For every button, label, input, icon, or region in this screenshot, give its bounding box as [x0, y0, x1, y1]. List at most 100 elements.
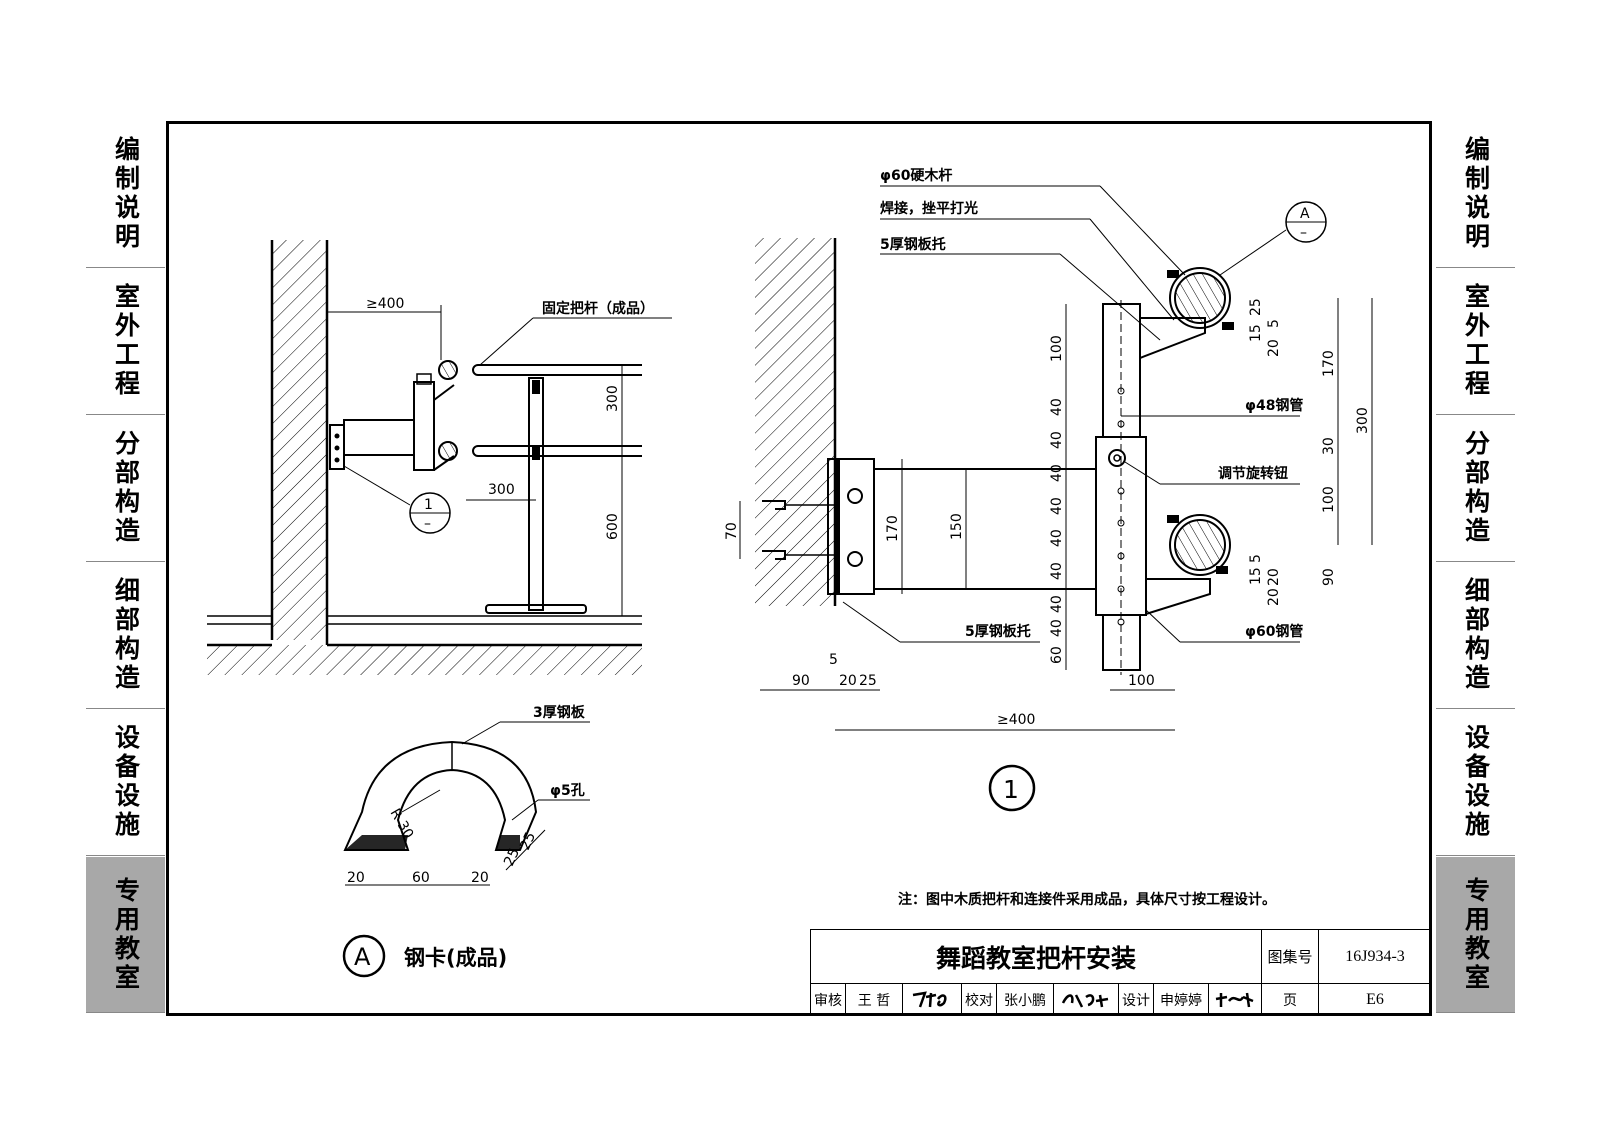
- dim-right-small-top-0: 15: [1248, 324, 1264, 342]
- drawing-frame: [166, 121, 1432, 1016]
- steel-clip-detail: R 30 3厚钢板 φ5孔 20 60 20 25 25 A 钢卡(成品): [342, 704, 590, 978]
- clip-tab: [1167, 270, 1179, 278]
- dim-left-3: 40: [1049, 464, 1065, 482]
- side-tab-label: 室外工程: [111, 283, 141, 399]
- signature-image: [1061, 993, 1109, 1008]
- handrail-top: [478, 364, 642, 376]
- bolt: [334, 457, 340, 463]
- leader-line: [842, 601, 901, 643]
- dim-bottom-20: 20: [839, 673, 857, 689]
- dim-150: 150: [949, 513, 965, 540]
- caption-text: 钢卡(成品): [404, 946, 507, 970]
- side-tab-4-right[interactable]: 细部构造: [1436, 562, 1515, 709]
- design-label: 设计: [1118, 983, 1154, 1016]
- reviewer-signature: [902, 983, 962, 1016]
- clip-ring: [1169, 514, 1231, 576]
- side-tab-1-right[interactable]: 编制说明: [1436, 121, 1515, 268]
- nut: [847, 551, 863, 567]
- stand-clamp: [532, 446, 540, 460]
- side-tab-5[interactable]: 设备设施: [86, 709, 165, 856]
- dim-170-left: 170: [885, 515, 901, 542]
- plate-edge: [836, 459, 840, 594]
- signature-image: [1215, 992, 1254, 1007]
- dim-b: 60: [412, 870, 430, 886]
- leader-line: [1124, 461, 1161, 485]
- hole: [1117, 487, 1125, 495]
- clip-ring: [1169, 267, 1231, 329]
- label-plate-top: 5厚钢板托: [880, 236, 946, 253]
- side-tab-5-right[interactable]: 设备设施: [1436, 709, 1515, 856]
- elevation-detail: ≥400 300 300 600 固定把杆（成品） 1 –: [207, 240, 672, 675]
- reviewer-name: 王 哲: [845, 983, 903, 1016]
- floor-hatch: [207, 645, 642, 675]
- label-wood-bar: φ60硬木杆: [880, 167, 952, 184]
- leader-line: [1219, 229, 1287, 276]
- dim-left-7: 40: [1049, 595, 1065, 613]
- dim-right-small-bottom-3: 20: [1266, 568, 1282, 586]
- wood-bar-end: [438, 441, 458, 461]
- designer-name: 申婷婷: [1153, 983, 1209, 1016]
- note-text: 注：图中木质把杆和连接件采用成品，具体尺寸按工程设计。: [898, 891, 1276, 908]
- side-tab-label: 专用教室: [111, 876, 141, 993]
- dim-left-4: 40: [1049, 497, 1065, 515]
- label-hole: φ5孔: [550, 783, 585, 799]
- dim-left-5: 40: [1049, 529, 1065, 547]
- dim-right-small-top-1: 25: [1248, 298, 1264, 316]
- side-tab-6-active[interactable]: 专用教室: [86, 857, 165, 1013]
- hole: [1117, 618, 1125, 626]
- dim-right-small-bottom-2: 20: [1266, 588, 1282, 606]
- bracket-arm: [343, 419, 415, 456]
- radius-line: [401, 789, 441, 813]
- dim-left-9: 60: [1049, 646, 1065, 664]
- clip-body: [343, 740, 538, 851]
- atlas-label: 图集号: [1261, 929, 1319, 984]
- callout-number: 1: [424, 497, 433, 513]
- label-knob: 调节旋转钮: [1218, 465, 1288, 482]
- bracket-top: [1139, 317, 1206, 360]
- proof-label: 校对: [961, 983, 997, 1016]
- dim-left-2: 40: [1049, 431, 1065, 449]
- callout-sub: –: [424, 516, 431, 532]
- dim-right-small-top-2: 20: [1266, 339, 1282, 357]
- designer-signature: [1208, 983, 1262, 1016]
- dim-e: 25: [517, 830, 539, 853]
- adjust-knob: [1108, 449, 1126, 467]
- caption-symbol: A: [354, 943, 371, 971]
- hole: [1117, 387, 1125, 395]
- stand-post: [528, 377, 544, 611]
- side-tab-3[interactable]: 分部构造: [86, 415, 165, 562]
- wood-bar: [1174, 519, 1226, 571]
- side-tab-4[interactable]: 细部构造: [86, 562, 165, 709]
- handrail-end: [472, 364, 479, 376]
- handrail-bottom: [478, 445, 642, 457]
- dim-left-1: 40: [1049, 398, 1065, 416]
- side-tab-label: 设备设施: [111, 724, 141, 840]
- section-detail: φ60硬木杆 焊接，挫平打光 5厚钢板托 A – φ48钢管 调节旋转钮 5厚钢…: [724, 167, 1373, 812]
- leader-line: [479, 317, 534, 366]
- side-tab-6-right-active[interactable]: 专用教室: [1436, 857, 1515, 1013]
- proofer-signature: [1053, 983, 1119, 1016]
- dim-line: [505, 829, 546, 871]
- dim-c: 20: [471, 870, 489, 886]
- side-tab-2[interactable]: 室外工程: [86, 268, 165, 415]
- leader-line: [1059, 253, 1161, 341]
- dim-right-90: 90: [1321, 568, 1337, 586]
- side-tab-3-right[interactable]: 分部构造: [1436, 415, 1515, 562]
- drawing-title: 舞蹈教室把杆安装: [810, 929, 1262, 984]
- side-tab-1[interactable]: 编制说明: [86, 121, 165, 268]
- hole: [1117, 585, 1125, 593]
- leader-line: [1099, 185, 1186, 276]
- side-tab-label: 室外工程: [1461, 283, 1491, 399]
- wood-bar: [1174, 272, 1226, 324]
- clip-tab: [1167, 515, 1179, 523]
- dim-right-small-bottom-1: 5: [1248, 554, 1264, 563]
- dim-right-30: 30: [1321, 437, 1337, 455]
- bracket-bottom: [1145, 578, 1211, 616]
- dim-right-total: 300: [1355, 407, 1371, 434]
- wall-hatch: [755, 238, 835, 606]
- figure-number-circle: [988, 764, 1036, 812]
- side-tab-2-right[interactable]: 室外工程: [1436, 268, 1515, 415]
- clip-tab: [1216, 566, 1228, 574]
- nut: [847, 488, 863, 504]
- side-tab-label: 细部构造: [1461, 577, 1491, 693]
